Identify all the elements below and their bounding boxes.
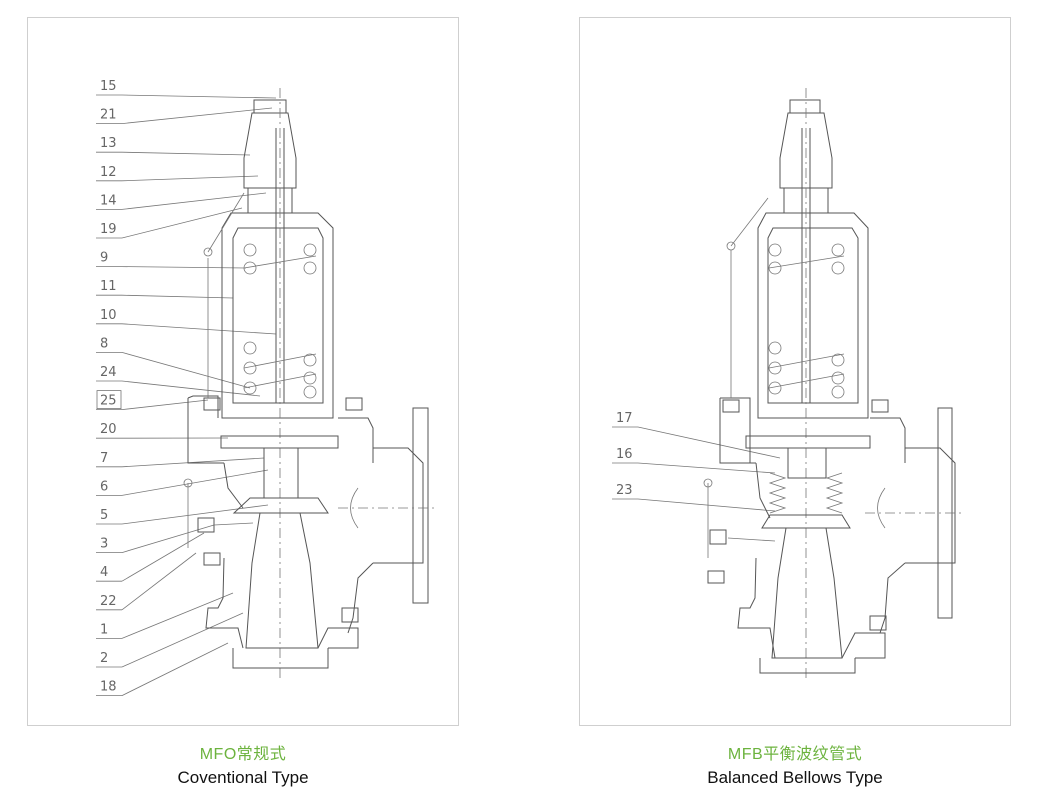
conventional-caption: MFO常规式 Coventional Type <box>27 740 459 788</box>
callout-leader <box>121 294 234 299</box>
callout-leader <box>637 498 776 512</box>
callout-label: 21 <box>100 108 117 123</box>
callout-label: 4 <box>100 565 108 580</box>
callout-leader <box>121 457 265 468</box>
callout-label: 12 <box>100 165 117 180</box>
callout-label: 24 <box>100 365 117 380</box>
callout-label: 15 <box>100 79 117 94</box>
callout-leader <box>121 642 229 696</box>
callout-label: 9 <box>100 251 108 266</box>
callout-box <box>96 390 122 410</box>
valve-body <box>703 88 965 678</box>
valve-body <box>183 88 438 678</box>
callout-label: 22 <box>100 594 117 609</box>
callout-leader <box>121 380 261 397</box>
bellows-title-cn: MFB平衡波纹管式 <box>727 746 863 763</box>
callout-leader <box>121 352 251 389</box>
callout-leader <box>121 504 269 525</box>
callout-leader <box>121 469 269 496</box>
callout-leader <box>121 399 209 410</box>
callout-label: 25 <box>100 394 117 409</box>
bellows-caption: MFB平衡波纹管式 Balanced Bellows Type <box>579 740 1011 788</box>
bellows-title-en: Balanced Bellows Type <box>707 768 883 787</box>
callout-leader <box>121 207 243 239</box>
callout-leader <box>121 524 215 553</box>
spring <box>768 243 845 399</box>
callout-label: 8 <box>100 336 108 351</box>
callout-label: 2 <box>100 651 108 666</box>
callout-label: 5 <box>100 508 108 523</box>
bellows <box>768 472 844 514</box>
callout-leader <box>121 192 267 210</box>
callout-leader <box>121 266 247 269</box>
spring <box>243 243 317 399</box>
callout-label: 18 <box>100 680 117 695</box>
callout-leader <box>121 592 234 639</box>
callout-label: 10 <box>100 308 117 323</box>
callout-label: 1 <box>100 622 108 637</box>
callout-label: 13 <box>100 136 117 151</box>
conventional-title-en: Coventional Type <box>177 768 309 787</box>
callout-label: 6 <box>100 479 108 494</box>
callout-leader <box>121 151 251 156</box>
callout-label: 16 <box>616 447 633 462</box>
callout-label: 7 <box>100 451 108 466</box>
callout-leader <box>121 532 205 582</box>
callout-label: 14 <box>100 193 117 208</box>
callout-label: 17 <box>616 411 633 426</box>
callout-label: 11 <box>100 279 117 294</box>
callout-labels: 17 16 23 <box>616 411 633 498</box>
callout-label: 20 <box>100 422 117 437</box>
callout-leader <box>121 94 277 99</box>
callout-label: 3 <box>100 537 108 552</box>
callout-leader <box>637 462 776 474</box>
callout-leader <box>121 612 244 668</box>
conventional-title-cn: MFO常规式 <box>199 746 287 763</box>
bellows-drawing-panel: 17 16 23 <box>579 17 1011 726</box>
callout-label: 23 <box>616 483 633 498</box>
bellows-valve-drawing: 17 16 23 <box>612 88 965 678</box>
callout-label: 19 <box>100 222 117 237</box>
callout-leader <box>121 107 273 124</box>
callout-leader <box>637 426 781 459</box>
callout-leader <box>121 323 277 335</box>
callout-leader <box>121 552 197 611</box>
callout-leader <box>121 175 259 182</box>
